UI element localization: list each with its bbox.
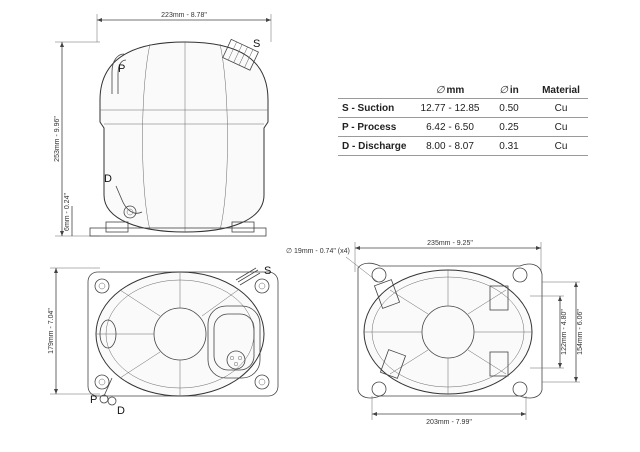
base-outer-height-dimension: 154mm - 6.06" xyxy=(577,309,584,355)
diameter-symbol: ∅ xyxy=(499,84,508,96)
spec-cell-in: 0.50 xyxy=(499,102,519,114)
spec-header-blank xyxy=(338,82,416,99)
spec-cell-material: Cu xyxy=(554,102,568,114)
spec-header-mm: ∅mm xyxy=(435,84,465,96)
base-hole-dimension: ∅ 19mm - 0.74" (x4) xyxy=(286,248,350,255)
spec-cell-in: 0.25 xyxy=(499,121,519,133)
spec-table-header: ∅mm ∅in Material xyxy=(338,82,588,99)
front-view: 223mm - 8.78" 253mm - 9.96" 6mm - 0.24" xyxy=(54,12,272,237)
spec-cell-mm: 6.42 - 6.50 xyxy=(426,121,474,133)
top-label-d: D xyxy=(117,405,125,417)
top-label-s: S xyxy=(264,265,271,277)
diameter-symbol: ∅ xyxy=(435,84,445,96)
front-label-s: S xyxy=(253,38,260,50)
base-mount-bottom-left xyxy=(371,349,407,397)
connection-spec-table: ∅mm ∅in Material S - Suction 12.77 - 12.… xyxy=(338,82,588,156)
top-height-dimension: 179mm - 7.04" xyxy=(48,308,55,354)
base-mount-top-right xyxy=(489,267,528,311)
base-width-dimension: 235mm - 9.25" xyxy=(427,240,473,247)
top-terminal-box xyxy=(207,305,261,379)
base-bottom-dimension: 203mm - 7.99" xyxy=(426,419,472,426)
spec-cell-material: Cu xyxy=(554,121,568,133)
base-view: 235mm - 9.25" ∅ 19mm - 0.74" (x4) xyxy=(286,240,584,426)
spec-row-process: P - Process 6.42 - 6.50 0.25 Cu xyxy=(338,117,588,137)
spec-header-in: ∅in xyxy=(499,84,519,96)
front-base-dimension: 6mm - 0.24" xyxy=(64,193,71,231)
base-plate xyxy=(357,262,543,399)
base-mount-top-left xyxy=(371,267,401,309)
front-height-dimension: 253mm - 9.96" xyxy=(54,116,61,162)
top-view: 179mm - 7.04" S P xyxy=(48,265,279,417)
spec-cell-mm: 12.77 - 12.85 xyxy=(420,102,480,114)
front-width-dimension: 223mm - 8.78" xyxy=(161,12,207,19)
top-label-p: P xyxy=(90,394,97,406)
spec-row-label: P - Process xyxy=(342,121,397,133)
spec-header-material: Material xyxy=(542,84,580,96)
base-mount-bottom-right xyxy=(489,351,528,397)
spec-row-discharge: D - Discharge 8.00 - 8.07 0.31 Cu xyxy=(338,136,588,156)
base-inner-height-dimension: 122mm - 4.80" xyxy=(561,309,568,355)
spec-cell-mm: 8.00 - 8.07 xyxy=(426,140,474,152)
front-process-tube xyxy=(111,53,125,94)
spec-row-suction: S - Suction 12.77 - 12.85 0.50 Cu xyxy=(338,98,588,118)
front-label-p: P xyxy=(118,63,125,75)
spec-row-label: D - Discharge xyxy=(342,140,407,152)
spec-cell-in: 0.31 xyxy=(499,140,519,152)
front-label-d: D xyxy=(104,173,112,185)
spec-row-label: S - Suction xyxy=(342,102,395,114)
spec-cell-material: Cu xyxy=(554,140,568,152)
top-base-plate xyxy=(87,271,279,397)
